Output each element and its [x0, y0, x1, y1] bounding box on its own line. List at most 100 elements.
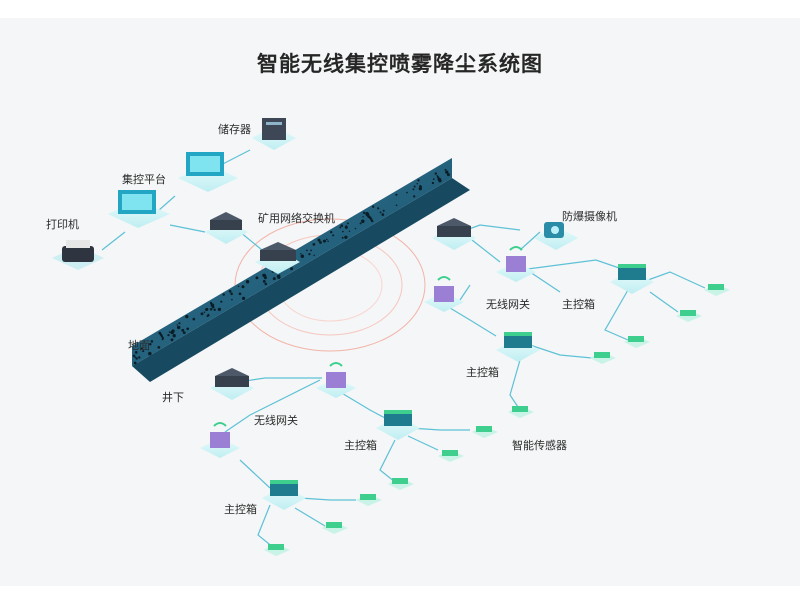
- wall-dot: [185, 314, 189, 319]
- label-main-box-underground-lower: 主控箱: [224, 503, 257, 516]
- wall-dot: [339, 226, 342, 229]
- sensor-icon: [322, 522, 348, 534]
- wall-dot: [140, 347, 143, 350]
- wall-dot: [210, 303, 215, 307]
- wall-dot: [217, 307, 222, 312]
- wall-dot: [158, 346, 161, 349]
- wall-dot: [230, 292, 233, 296]
- wall-dot: [412, 188, 415, 191]
- wall-dot: [395, 204, 398, 207]
- wall-dot: [413, 185, 416, 188]
- switch-icon-center: [255, 242, 300, 274]
- wall-dot: [322, 239, 327, 243]
- wall-dot: [171, 329, 175, 333]
- wall-dot: [371, 219, 374, 223]
- wall-dot: [178, 322, 181, 325]
- label-main-box-surface-lower: 主控箱: [466, 366, 499, 379]
- wall-dot: [182, 331, 186, 335]
- wall-dot: [150, 340, 154, 343]
- wall-dot: [417, 179, 420, 182]
- wall-dot: [418, 187, 422, 191]
- wall-dot: [367, 215, 371, 218]
- wall-dot: [308, 252, 311, 256]
- wall-dot: [278, 274, 281, 277]
- sensor-icon: [704, 284, 730, 296]
- sensor-icon: [624, 336, 650, 348]
- wall-dot: [406, 191, 408, 194]
- wall-dot: [348, 230, 351, 232]
- sensor-icon: [676, 310, 702, 322]
- wall-dot: [255, 276, 259, 280]
- wall-dot: [264, 282, 268, 286]
- label-sensor: 智能传感器: [512, 439, 567, 452]
- sensor-icon: [508, 406, 534, 418]
- wall-dot: [300, 253, 302, 255]
- wall-dot: [436, 175, 439, 179]
- wall-dot: [205, 308, 208, 311]
- wall-dot: [319, 241, 322, 244]
- wall-dot: [200, 312, 204, 316]
- label-switch: 矿用网络交换机: [258, 212, 335, 225]
- wall-dot: [192, 317, 196, 321]
- wall-dot: [245, 280, 250, 284]
- wall-dot: [354, 227, 357, 230]
- wall-dot: [167, 333, 170, 337]
- wall-dot: [341, 236, 344, 239]
- sensor-icon: [438, 450, 464, 462]
- wall-dot: [372, 205, 375, 208]
- sensor-modules: [264, 284, 730, 556]
- wall-dot: [379, 211, 382, 214]
- wall-dot: [228, 289, 232, 293]
- wall-dot: [132, 354, 136, 357]
- sensor-icon: [388, 478, 414, 490]
- wall-dot: [142, 350, 145, 353]
- wall-dot: [382, 209, 385, 212]
- wall-dot: [222, 293, 225, 296]
- wall-dot: [432, 178, 435, 180]
- diagram-title: 智能无线集控喷雾降尘系统图: [257, 52, 543, 76]
- wall-dot: [134, 356, 137, 359]
- wall-dot: [168, 331, 171, 333]
- wall-dot: [138, 356, 141, 359]
- wall-dot: [148, 351, 152, 356]
- wall-dot: [444, 168, 447, 171]
- switch-icon: [205, 212, 248, 244]
- wall-dot: [446, 171, 448, 174]
- wireless-gateway-icon-underground: [316, 362, 356, 398]
- wall-dot: [377, 207, 380, 210]
- label-main-box-underground: 主控箱: [344, 439, 377, 452]
- wireless-gateway-icon-right: [496, 246, 536, 282]
- wall-dot: [176, 324, 178, 326]
- wall-dot: [317, 238, 321, 242]
- wall-dot: [262, 279, 266, 283]
- wall-dot: [272, 277, 276, 281]
- wall-dot: [134, 351, 138, 354]
- wall-dot: [213, 308, 216, 311]
- wall-dot: [346, 222, 349, 225]
- wall-dot: [395, 193, 398, 196]
- camera-icon: [534, 222, 578, 250]
- control-platform-monitor-icon: [178, 152, 238, 192]
- wall-dot: [344, 235, 348, 239]
- wall-dot: [437, 177, 441, 181]
- wall-dot: [446, 173, 450, 177]
- label-gateway-surface: 无线网关: [486, 298, 530, 311]
- wall-dot: [361, 219, 365, 224]
- wall-dot: [203, 311, 206, 314]
- wall-dot: [290, 267, 294, 271]
- label-control-platform: 集控平台: [122, 173, 166, 186]
- wall-dot: [206, 315, 209, 318]
- main-box-icon-right: [610, 264, 654, 294]
- wall-dot: [332, 234, 335, 237]
- wall-dot: [340, 224, 344, 227]
- wall-dot: [434, 172, 437, 175]
- wall-dot: [209, 307, 213, 311]
- wall-dot: [359, 222, 362, 225]
- main-box-icon-underground-lower: [262, 480, 306, 510]
- printer-icon: [52, 240, 104, 270]
- main-box-icon-mid: [496, 332, 540, 362]
- label-ground: 地面: [128, 339, 150, 352]
- wall-dot: [344, 225, 348, 229]
- wall-dot: [161, 338, 164, 341]
